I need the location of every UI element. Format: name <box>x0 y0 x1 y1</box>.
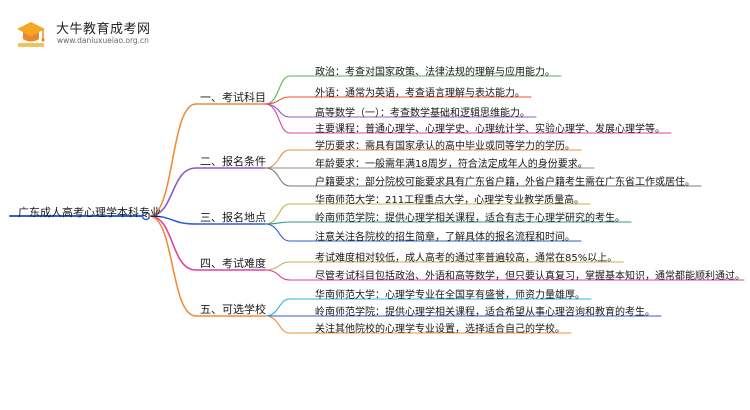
leaf-connector <box>264 315 291 334</box>
leaf-item: 注意关注各院校的招生简章，了解具体的报名流程和时间。 <box>315 232 575 243</box>
branch-connector <box>148 167 197 217</box>
leaf-connector <box>264 298 291 317</box>
branch-label: 五、可选学校 <box>200 303 266 316</box>
leaf-connector <box>264 75 291 105</box>
leaf-item: 关注其他院校的心理学专业设置，选择适合自己的学校。 <box>315 324 565 335</box>
leaf-item: 岭南师范学院：提供心理学相关课程，适合希望从事心理咨询和教育的考生。 <box>315 307 655 318</box>
leaf-item: 高等数学（一）：考查数学基础和逻辑思维能力。 <box>315 108 530 119</box>
leaf-connector <box>264 223 291 242</box>
branch-label: 一、考试科目 <box>200 91 266 104</box>
leaf-connector <box>264 103 291 134</box>
leaf-item: 华南师范大学：心理学专业在全国享有盛誉，师资力量雄厚。 <box>315 290 585 301</box>
brand-url: www.daniuxueiao.org.cn <box>57 36 149 45</box>
branch-label: 四、考试难度 <box>200 257 266 270</box>
leaf-item: 尽管考试科目包括政治、外语和高等数学，但只要认真复习，掌握基本知识，通常都能顺利… <box>315 271 745 282</box>
leaf-connector <box>264 269 291 281</box>
graduation-cap-logo-icon <box>17 22 45 47</box>
leaf-item: 政治：考查对国家政策、法律法规的理解与应用能力。 <box>315 67 555 78</box>
leaf-item: 主要课程：普通心理学、心理学史、心理统计学、实验心理学、发展心理学等。 <box>315 124 665 135</box>
branch-label: 二、报名条件 <box>200 155 266 168</box>
leaf-item: 岭南师范学院：提供心理学相关课程，适合有志于心理学研究的考生。 <box>315 213 625 224</box>
leaf-item: 年龄要求：一般需年满18周岁，符合法定成年人的身份要求。 <box>315 159 588 170</box>
branch-connector <box>148 215 197 271</box>
leaf-connector <box>264 203 291 225</box>
branch-connector <box>148 103 197 217</box>
leaf-item: 学历要求：需具有国家承认的高中毕业或同等学力的学历。 <box>315 141 575 152</box>
root-topic: 广东成人高考心理学本科专业 <box>18 206 161 219</box>
branch-label: 三、报名地点 <box>200 211 266 224</box>
leaf-connector <box>264 149 291 169</box>
leaf-item: 华南师范大学：211工程重点大学，心理学专业教学质量高。 <box>315 195 585 206</box>
leaf-connector <box>264 167 291 187</box>
leaf-item: 户籍要求：部分院校可能要求具有广东省户籍，外省户籍考生需在广东省工作或居住。 <box>315 177 695 188</box>
brand-title: 大牛教育成考网 <box>56 22 151 37</box>
leaf-item: 考试难度相对较低，成人高考的通过率普遍较高，通常在85%以上。 <box>315 253 618 264</box>
leaf-connector <box>264 261 291 271</box>
leaf-item: 外语：通常为英语，考查语言理解与表达能力。 <box>315 88 525 99</box>
branch-connector <box>148 215 197 317</box>
